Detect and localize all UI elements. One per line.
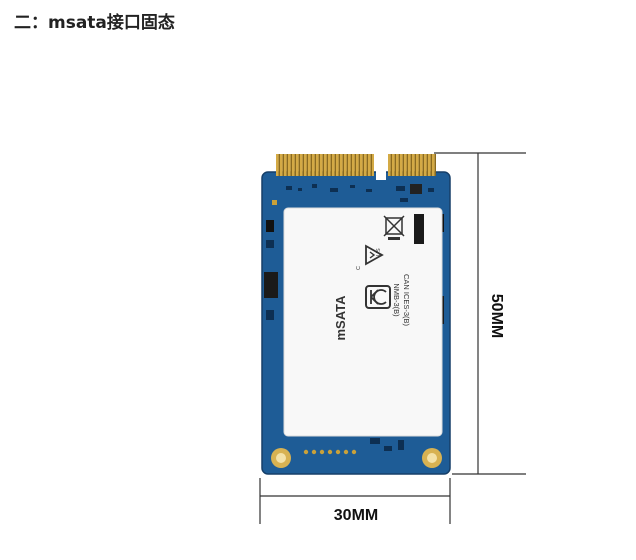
label-msata-text: mSATA	[333, 295, 348, 341]
label-sticker	[283, 207, 443, 437]
weee-bin-icon	[383, 215, 405, 240]
ul-us-label: US	[376, 248, 382, 256]
kc-mark-icon	[365, 285, 391, 309]
width-label: 30MM	[334, 507, 378, 524]
cert-text-line1: CAN ICES-3(B)	[402, 274, 411, 327]
ul-mark-icon	[365, 244, 384, 266]
smd-components	[272, 184, 434, 205]
test-pads	[303, 438, 404, 455]
section-heading: 二：msata接口固态	[14, 13, 175, 33]
width-dimension	[259, 478, 451, 524]
cert-text-line2: NMB-3(B)	[392, 283, 401, 317]
height-dimension	[434, 152, 526, 475]
height-label: 50MM	[488, 294, 505, 338]
msata-board: mSATA C US CAN ICES-3(B) NMB-3(B)	[261, 154, 451, 475]
mounting-holes	[271, 448, 442, 468]
ul-c-label: C	[356, 266, 362, 270]
connector-pins	[276, 154, 436, 176]
